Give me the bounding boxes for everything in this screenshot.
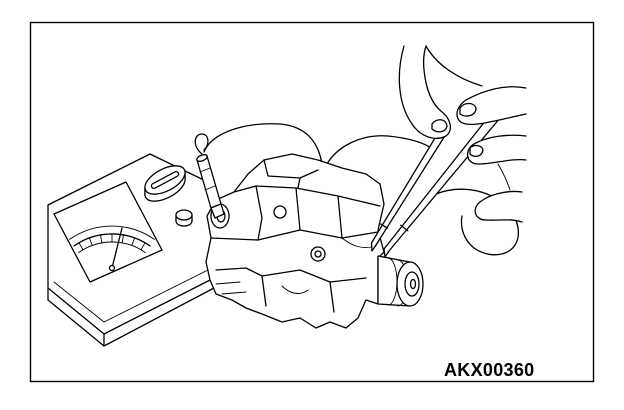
component-bolt-center: [314, 250, 322, 258]
figure-label: AKX00360: [444, 360, 535, 380]
ring-finger: [474, 190, 523, 223]
probe-right-collar: [400, 224, 409, 232]
index-fingernail: [459, 102, 477, 117]
test-leads: [203, 123, 519, 256]
index-finger: [456, 86, 527, 126]
clip-lead-wire: [203, 123, 323, 165]
test-clip-jaw: [210, 203, 225, 219]
component-bracket-lines: [215, 281, 309, 295]
hand: [398, 45, 527, 223]
meter-display: [53, 181, 163, 283]
hand-back-line: [425, 45, 483, 87]
multimeter-bezel-edge: [53, 267, 213, 323]
thumb-nail: [431, 119, 448, 133]
test-clip-grooves: [199, 167, 216, 191]
test-clip: [194, 133, 225, 219]
probe-left-collar: [379, 223, 389, 229]
component-middle-edge: [210, 229, 379, 241]
connector-pin: [409, 278, 417, 290]
probe-lead-loop: [435, 188, 519, 256]
probe-lead-wire: [323, 135, 435, 171]
knob-grip: [150, 170, 180, 190]
multimeter-front-edge: [47, 277, 215, 347]
meter-button: [175, 209, 193, 221]
meter-scale-ticks: [78, 233, 146, 251]
component: [205, 153, 424, 329]
frame-border: [29, 21, 595, 383]
component-rib-lines: [255, 185, 343, 241]
test-clip-hook: [194, 133, 209, 155]
meter-needle-pivot: [108, 264, 116, 272]
palm-crease: [497, 163, 511, 191]
component-top-chamber: [263, 159, 319, 189]
middle-fingernail: [469, 144, 484, 157]
thumb: [398, 45, 452, 139]
component-housing: [205, 153, 385, 329]
component-boss: [273, 205, 287, 219]
multimeter: [47, 153, 215, 347]
meter-scale-arc-outer: [69, 225, 155, 240]
component-lower-edge: [215, 267, 367, 313]
test-clip-top: [196, 154, 208, 162]
meter-needle: [111, 227, 123, 269]
middle-finger: [467, 134, 527, 165]
